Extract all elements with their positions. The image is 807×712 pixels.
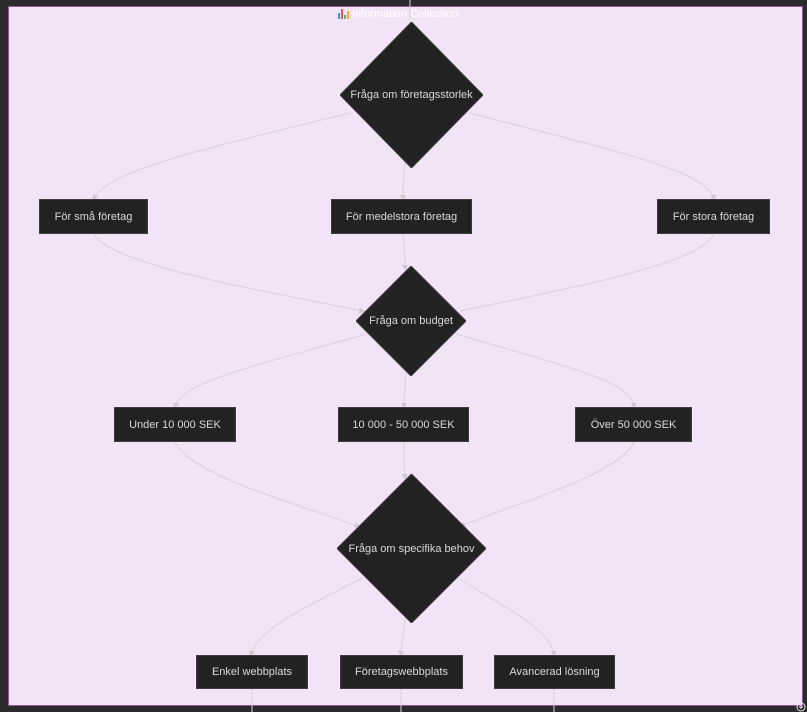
edge-needs-to-business xyxy=(398,617,406,657)
node-business-website[interactable]: Företagswebbplats xyxy=(340,655,463,689)
edge-medium-to-budget xyxy=(401,233,408,271)
edge-high-to-needs xyxy=(459,441,635,528)
edge-needs-to-advanced xyxy=(457,577,557,657)
cluster-title: Information Collection xyxy=(338,6,470,22)
edge-size-to-large xyxy=(469,112,716,201)
decision-budget[interactable]: Fråga om budget xyxy=(356,266,466,376)
edge-small-to-budget xyxy=(93,233,365,314)
edge-budget-to-high xyxy=(455,333,637,409)
cluster-title-text: Information Collection xyxy=(352,8,459,20)
decision-specific-needs[interactable]: Fråga om specifika behov xyxy=(337,474,486,623)
node-budget-under-10000[interactable]: Under 10 000 SEK xyxy=(114,407,236,442)
node-medium-companies[interactable]: För medelstora företag xyxy=(331,199,472,234)
bar-chart-icon xyxy=(338,9,349,19)
edge-budget-to-mid xyxy=(401,371,408,409)
edge-large-to-budget xyxy=(459,233,715,312)
node-small-companies[interactable]: För små företag xyxy=(39,199,148,234)
decision-company-size[interactable]: Fråga om företagsstorlek xyxy=(340,22,483,168)
decision-budget-label: Fråga om budget xyxy=(369,315,453,327)
node-advanced-solution[interactable]: Avancerad lösning xyxy=(494,655,615,689)
decision-specific-needs-label: Fråga om specifika behov xyxy=(348,542,475,555)
node-large-companies[interactable]: För stora företag xyxy=(657,199,770,234)
edge-mid-to-needs xyxy=(401,441,408,480)
edge-budget-to-low xyxy=(173,333,367,409)
edge-needs-to-simple xyxy=(248,577,363,657)
edge-low-to-needs xyxy=(174,441,361,528)
edge-size-to-small xyxy=(92,112,351,201)
node-budget-over-50000[interactable]: Över 50 000 SEK xyxy=(575,407,692,442)
edge-size-to-medium xyxy=(400,161,407,201)
decision-company-size-label: Fråga om företagsstorlek xyxy=(350,89,473,101)
zoom-in-icon[interactable] xyxy=(796,702,806,712)
node-simple-website[interactable]: Enkel webbplats xyxy=(196,655,308,689)
node-budget-10000-50000[interactable]: 10 000 - 50 000 SEK xyxy=(338,407,469,442)
